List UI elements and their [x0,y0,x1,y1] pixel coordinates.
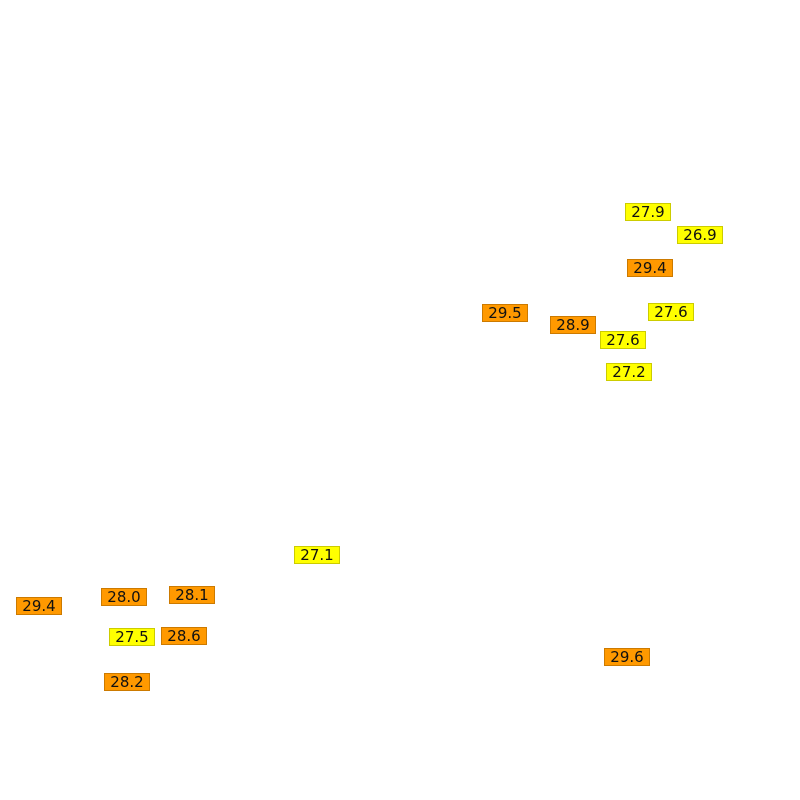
temperature-marker: 27.6 [600,331,646,349]
temperature-marker: 27.1 [294,546,340,564]
temperature-marker: 29.6 [604,648,650,666]
temperature-marker: 26.9 [677,226,723,244]
temperature-marker: 28.1 [169,586,215,604]
temperature-marker: 29.4 [627,259,673,277]
temperature-marker: 28.6 [161,627,207,645]
temperature-marker: 28.9 [550,316,596,334]
temperature-marker: 28.0 [101,588,147,606]
temperature-marker: 27.2 [606,363,652,381]
temperature-marker: 29.5 [482,304,528,322]
temperature-marker: 27.5 [109,628,155,646]
temperature-marker: 27.6 [648,303,694,321]
temperature-marker: 29.4 [16,597,62,615]
temperature-marker: 28.2 [104,673,150,691]
temperature-marker: 27.9 [625,203,671,221]
